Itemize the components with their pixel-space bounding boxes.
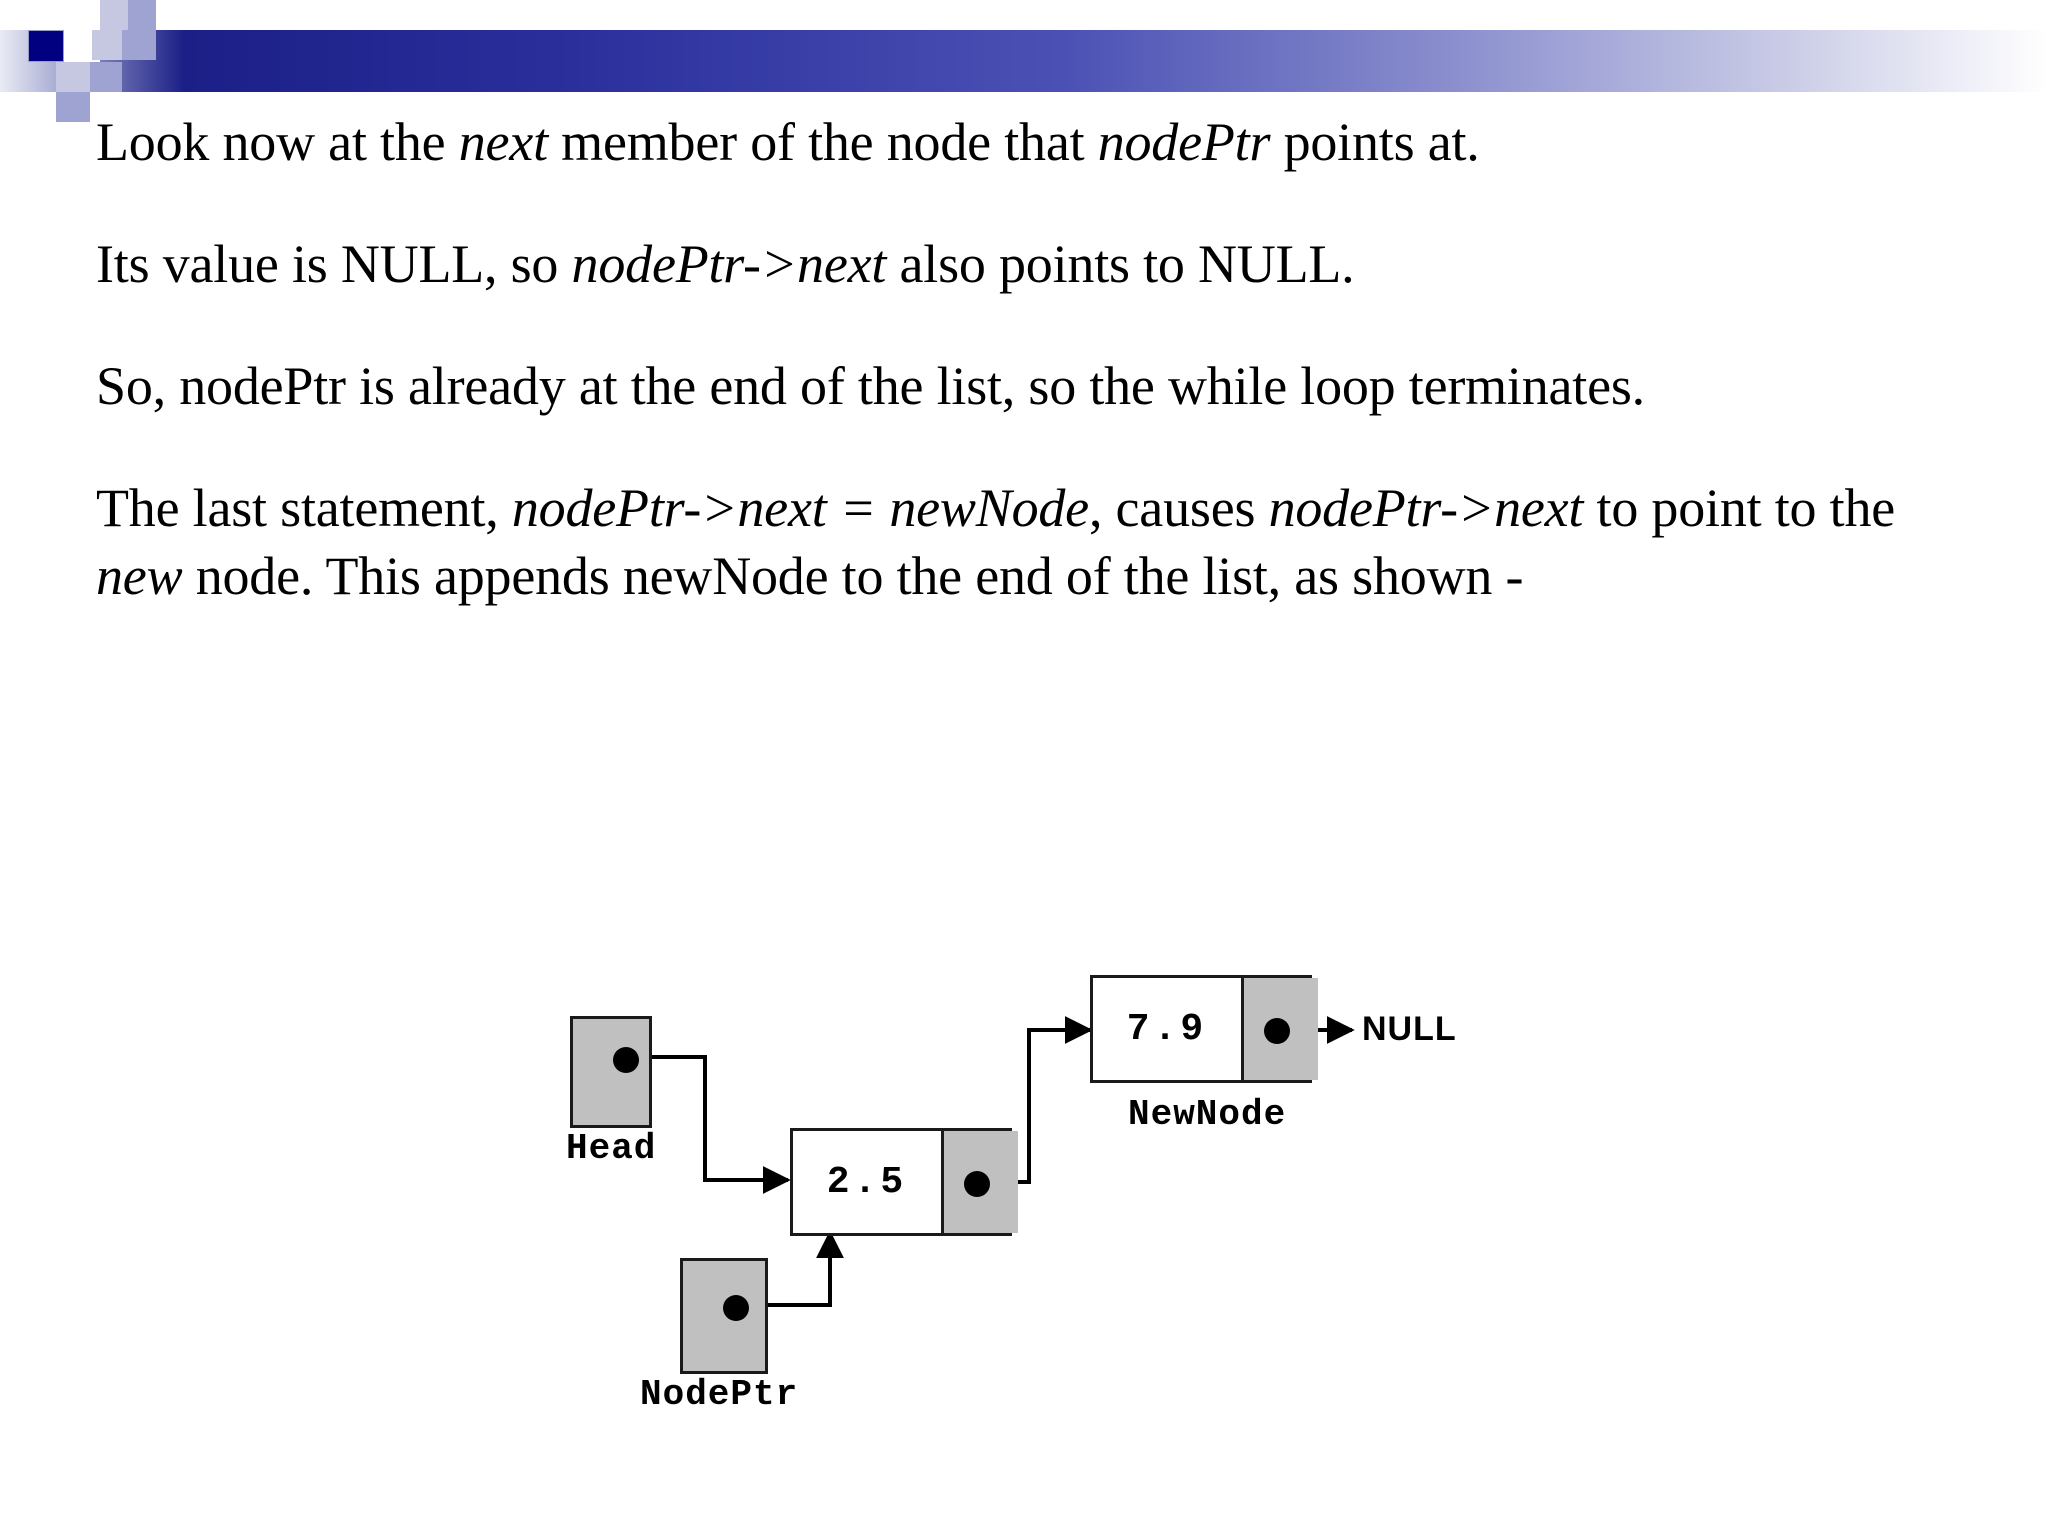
- text-run-italic: nodePtr->next = newNode: [511, 478, 1089, 538]
- text-run: node. This appends newNode to the end of…: [182, 546, 1524, 606]
- deco-square-bottom: [56, 92, 90, 122]
- nodeptr-pointer-dot: [723, 1295, 749, 1321]
- paragraph-4: The last statement, nodePtr->next = newN…: [96, 474, 1976, 610]
- text-run: Its value is NULL, so: [96, 234, 572, 294]
- nodeptr-pointer-box: [680, 1258, 768, 1374]
- node-pointer-cell-7-9: [1241, 978, 1318, 1080]
- text-run-italic: nodePtr->next: [1268, 478, 1584, 538]
- text-run: to point to the: [1583, 478, 1896, 538]
- text-run-italic: next: [458, 112, 548, 172]
- paragraph-2: Its value is NULL, so nodePtr->next also…: [96, 230, 1976, 298]
- paragraph-3: So, nodePtr is already at the end of the…: [96, 352, 1976, 420]
- head-pointer-dot: [613, 1047, 639, 1073]
- header-gradient-bar: [0, 30, 2048, 92]
- text-run-italic: new: [96, 546, 183, 606]
- head-pointer-label: Head: [566, 1128, 657, 1169]
- deco-square-mid-col5: [122, 30, 156, 60]
- head-pointer-box: [570, 1016, 652, 1128]
- null-label: NULL: [1362, 1010, 1457, 1048]
- text-run-italic: nodePtr: [1097, 112, 1271, 172]
- paragraph-1: Look now at the next member of the node …: [96, 108, 1976, 176]
- node-value-7-9: 7.9: [1126, 1007, 1208, 1051]
- connector-head-to-node1: [625, 1055, 791, 1194]
- deco-square-navy: [28, 30, 64, 62]
- text-run: , causes: [1088, 478, 1269, 538]
- node-pointer-cell-2-5: [941, 1131, 1018, 1233]
- text-run: The last statement,: [96, 478, 512, 538]
- text-run-italic: nodePtr->next: [571, 234, 887, 294]
- text-run: So, nodePtr is already at the end of the…: [96, 356, 1645, 416]
- newnode-caption: NewNode: [1128, 1094, 1287, 1135]
- deco-square-row3-col3: [56, 62, 90, 92]
- nodeptr-pointer-label: NodePtr: [640, 1374, 799, 1415]
- node-value-2-5: 2.5: [826, 1160, 908, 1204]
- deco-square-row3-col4: [90, 62, 122, 92]
- connector-node1-to-newnode: [1000, 1016, 1093, 1184]
- deco-square-top-col5: [128, 0, 156, 30]
- node-pointer-dot-7-9: [1264, 1018, 1290, 1044]
- slide-header-decoration: [0, 0, 2048, 122]
- text-run: also points to NULL.: [886, 234, 1355, 294]
- node-pointer-dot-2-5: [964, 1171, 990, 1197]
- text-run: member of the node that: [547, 112, 1098, 172]
- slide-text-body: Look now at the next member of the node …: [96, 108, 1976, 610]
- deco-square-top-col4: [100, 0, 128, 30]
- list-node-2-5: 2.5: [790, 1128, 1018, 1236]
- list-node-7-9: 7.9: [1090, 975, 1318, 1083]
- connector-nodeptr-to-node1: [740, 1230, 844, 1307]
- deco-square-mid-col4: [92, 30, 122, 60]
- text-run: points at.: [1270, 112, 1480, 172]
- text-run: Look now at the: [96, 112, 459, 172]
